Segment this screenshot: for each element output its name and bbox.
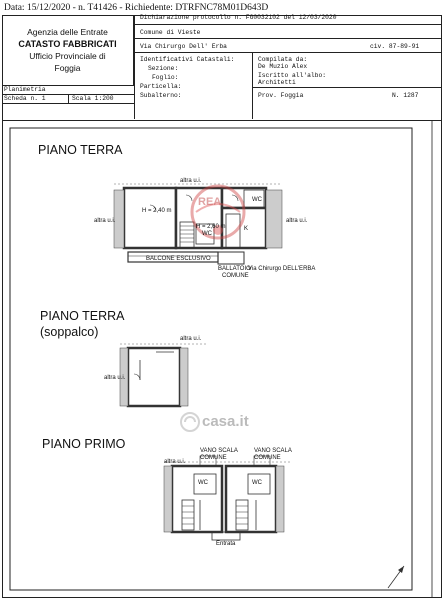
albo-label: Iscritto all'albo:: [258, 72, 327, 79]
label-altra-ui-left: altra u.i.: [94, 218, 116, 224]
label-height-2: H = 2,60 m: [196, 224, 226, 230]
label-wc-2: WC: [202, 231, 212, 237]
label-altra-ui-primo: altra u.i.: [164, 459, 186, 465]
label-altra-ui-soppalco-left: altra u.i.: [104, 375, 126, 381]
floor-title-piano-terra: PIANO TERRA: [38, 143, 123, 157]
compiler-title: Compilata da:: [258, 56, 308, 63]
label-via: Via Chirurgo DELL'ERBA: [248, 266, 316, 272]
identifier-particella: Particella:: [140, 83, 182, 90]
office-province: Foggia: [54, 63, 81, 73]
label-altra-ui-top: altra u.i.: [180, 178, 202, 184]
identifiers-title: Identificativi Catastali:: [140, 56, 235, 63]
casa-watermark-text: casa.it: [202, 413, 249, 430]
albo-role: Architetti: [258, 79, 296, 86]
label-comune: COMUNE: [222, 273, 249, 279]
sheet-info-block: Planimetria Scheda n. 1 Scala 1:200: [2, 85, 134, 119]
rea-watermark: [190, 184, 246, 240]
address-line: Via Chirurgo Dell' Erba: [140, 43, 227, 50]
label-k: K: [244, 226, 249, 232]
compiler-prov: Prov. Foggia: [258, 92, 304, 99]
office-ufficio: Ufficio Provinciale di: [29, 51, 106, 61]
comune-line: Comune di Vieste: [140, 29, 201, 36]
label-wc-primo-2: WC: [252, 480, 262, 486]
office-agency: Agenzia delle Entrate: [27, 27, 108, 37]
label-altra-ui-soppalco-top: altra u.i.: [180, 336, 202, 342]
label-wc-primo-1: WC: [198, 480, 208, 486]
declaration-block: Dichiarazione protocollo n. FG0032102 de…: [134, 14, 442, 119]
identifier-subalterno: Subalterno:: [140, 92, 182, 99]
floor-title-soppalco: PIANO TERRA: [40, 309, 125, 323]
print-header: Data: 15/12/2020 - n. T41426 - Richieden…: [4, 3, 269, 13]
office-block: Agenzia delle Entrate CATASTO FABBRICATI…: [2, 15, 134, 85]
identifier-foglio: Foglio:: [152, 74, 179, 81]
scheda-number: Scheda n. 1: [4, 95, 46, 102]
floor-plan-area: [2, 120, 442, 598]
office-catasto: CATASTO FABBRICATI: [18, 39, 117, 49]
identifier-sezione: Sezione:: [148, 65, 179, 72]
compiler-name: De Muzio Alex: [258, 63, 308, 70]
casa-watermark: [180, 412, 200, 432]
label-ballatoio: BALLATOIO: [218, 266, 251, 272]
rea-watermark-text: REA: [198, 196, 222, 208]
protocol-line: Dichiarazione protocollo n. FG0032102 de…: [140, 14, 337, 21]
sheet-frame: [2, 15, 442, 598]
label-wc-1: WC: [252, 197, 262, 203]
label-vano-scala-2: VANO SCALA: [254, 448, 292, 454]
civic-number: civ. 87-89-91: [370, 43, 420, 50]
label-comune-primo-1: COMUNE: [200, 455, 227, 461]
label-altra-ui-right: altra u.i.: [286, 218, 308, 224]
plan-soppalco: [119, 343, 206, 408]
floor-subtitle-soppalco: (soppalco): [40, 325, 99, 339]
plan-piano-terra: [113, 183, 283, 265]
label-comune-primo-2: COMUNE: [254, 455, 281, 461]
sheet-title: Planimetria: [4, 86, 46, 93]
label-height-1: H = 2,40 m: [142, 208, 172, 214]
north-arrow: [387, 565, 405, 589]
label-entrata: Entrata: [216, 541, 236, 547]
plan-piano-primo: [163, 455, 290, 541]
compiler-number: N. 1287: [392, 92, 419, 99]
label-balcone: BALCONE ESCLUSIVO: [146, 256, 211, 262]
floor-title-piano-primo: PIANO PRIMO: [42, 437, 126, 451]
label-vano-scala-1: VANO SCALA: [200, 448, 238, 454]
scale: Scala 1:200: [72, 95, 114, 102]
